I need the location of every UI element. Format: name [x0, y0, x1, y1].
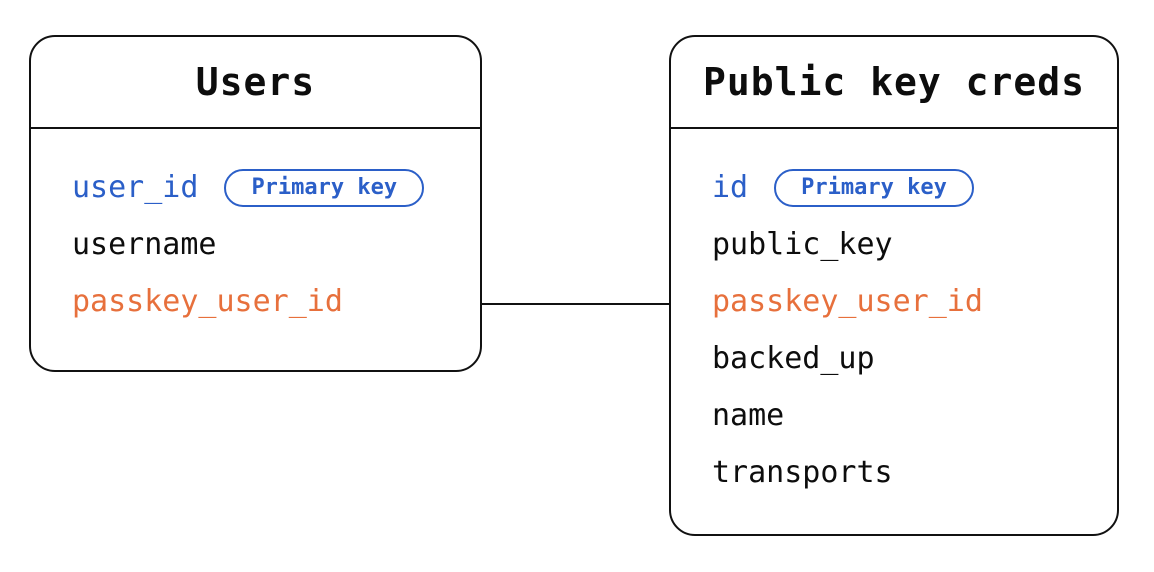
- table-header-users: Users: [31, 37, 480, 129]
- field-row-passkey-user-id: passkey_user_id: [72, 273, 460, 330]
- field-name: name: [712, 398, 785, 433]
- field-row-backed-up: backed_up: [712, 330, 1097, 387]
- field-row-user-id: user_id Primary key: [72, 159, 460, 216]
- field-row-transports: transports: [712, 444, 1097, 501]
- table-card-users: Users user_id Primary key username passk…: [29, 35, 482, 372]
- field-name: passkey_user_id: [712, 284, 983, 319]
- table-body-public-key-creds: id Primary key public_key passkey_user_i…: [671, 129, 1117, 501]
- table-title-users: Users: [195, 60, 316, 104]
- table-title-public-key-creds: Public key creds: [702, 60, 1086, 104]
- field-row-username: username: [72, 216, 460, 273]
- field-name: public_key: [712, 227, 893, 262]
- table-card-public-key-creds: Public key creds id Primary key public_k…: [669, 35, 1119, 536]
- field-row-name: name: [712, 387, 1097, 444]
- field-name: username: [72, 227, 217, 262]
- field-name: id: [712, 170, 749, 205]
- field-name: passkey_user_id: [72, 284, 343, 319]
- field-row-id: id Primary key: [712, 159, 1097, 216]
- relationship-connector: [482, 303, 669, 305]
- field-name: user_id: [72, 170, 199, 205]
- field-row-public-key: public_key: [712, 216, 1097, 273]
- primary-key-badge: Primary key: [774, 168, 974, 207]
- table-header-public-key-creds: Public key creds: [671, 37, 1117, 129]
- field-name: transports: [712, 455, 893, 490]
- table-body-users: user_id Primary key username passkey_use…: [31, 129, 480, 330]
- field-name: backed_up: [712, 341, 875, 376]
- field-row-passkey-user-id: passkey_user_id: [712, 273, 1097, 330]
- primary-key-badge: Primary key: [224, 168, 425, 207]
